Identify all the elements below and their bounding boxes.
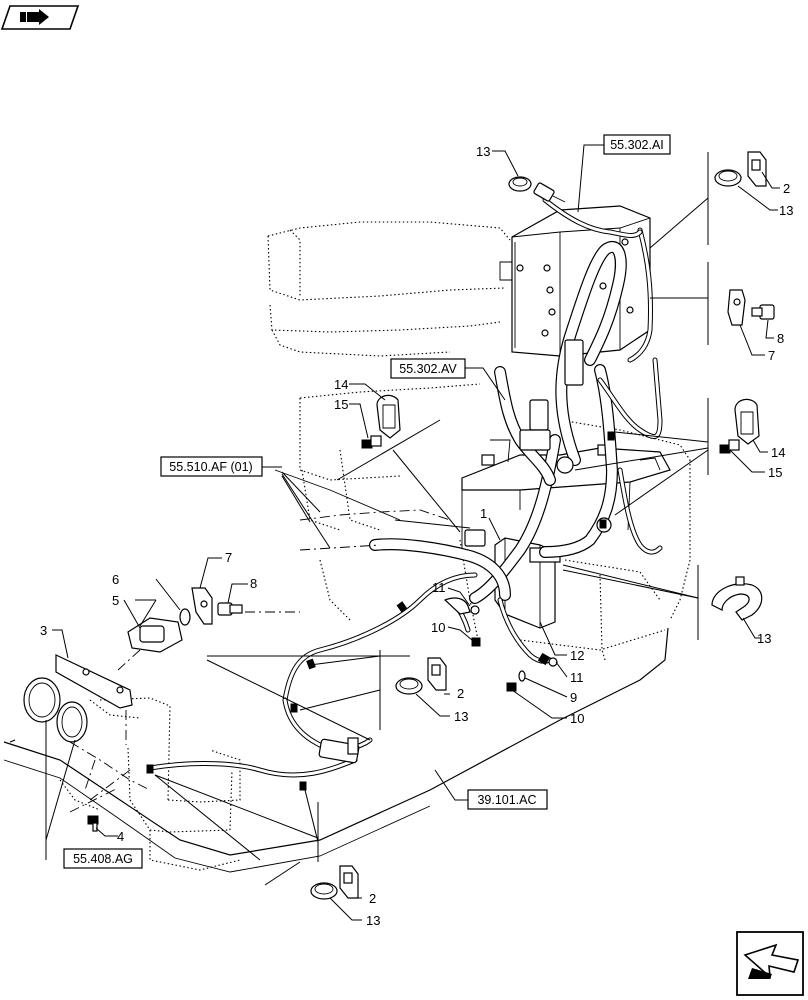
next-page-arrow-icon[interactable]: [736, 931, 804, 996]
callout-2-mid: 2: [457, 686, 464, 701]
clip-14-right: [734, 398, 760, 445]
ref-text-55-510-af: 55.510.AF (01): [169, 460, 252, 474]
cable-tie-13-mid: [395, 677, 423, 695]
callout-numbers: 13 2 13 8 7 14 15 14 15 1 7 6 8 5 3 11 1…: [40, 144, 793, 928]
ref-text-55-408-ag: 55.408.AG: [73, 852, 133, 866]
cable-tie-13-bottom: [310, 882, 338, 900]
callout-6: 6: [112, 572, 119, 587]
bracket-7-left: [191, 587, 213, 625]
harness-cable-ties: [146, 431, 615, 791]
ground-strap: [443, 597, 558, 692]
clip-14-left: [376, 394, 401, 439]
ref-text-55-302-av: 55.302.AV: [399, 362, 457, 376]
ref-box-55-408-ag[interactable]: 55.408.AG: [63, 848, 143, 869]
o-ring-6: [179, 608, 191, 626]
bracket-7-right: [727, 289, 746, 326]
clip-2-top-right: [747, 151, 767, 187]
callout-10-b: 10: [570, 711, 584, 726]
hose-clamp-13: [711, 576, 763, 621]
callout-13-top-right: 13: [779, 203, 793, 218]
callout-15-right: 15: [768, 465, 782, 480]
ref-text-55-302-ai: 55.302.AI: [610, 138, 664, 152]
callout-12: 12: [570, 648, 584, 663]
mounting-dashes: [69, 509, 451, 813]
hose-connectors: [464, 339, 612, 547]
screw-15-right: [719, 439, 740, 454]
tractor-frame-outline: [59, 221, 691, 871]
callout-9: 9: [570, 690, 577, 705]
ref-box-55-302-av[interactable]: 55.302.AV: [390, 358, 466, 379]
callout-8-right: 8: [777, 331, 784, 346]
callout-2-top-right: 2: [783, 181, 790, 196]
ref-box-55-510-af[interactable]: 55.510.AF (01): [160, 456, 263, 477]
callout-7-right: 7: [768, 348, 775, 363]
callout-10-a: 10: [431, 620, 445, 635]
switch-5: [117, 617, 183, 671]
callout-2-bottom: 2: [369, 891, 376, 906]
screw-15-left: [361, 435, 382, 449]
ref-box-55-302-ai[interactable]: 55.302.AI: [603, 134, 671, 155]
ref-box-39-101-ac[interactable]: 39.101.AC: [467, 789, 548, 810]
harness-connector: [318, 737, 360, 764]
callout-14-left: 14: [334, 377, 348, 392]
cable-tie-13-top-right: [714, 169, 742, 187]
book-navigation-icon[interactable]: [0, 5, 80, 30]
leader-lines: [45, 144, 780, 921]
callout-4: 4: [117, 829, 124, 844]
bolt-8-left: [217, 602, 243, 616]
floor-plate: [3, 469, 669, 873]
callout-14-right: 14: [771, 445, 785, 460]
top-sensor: [533, 182, 566, 203]
callout-13-mid: 13: [454, 709, 468, 724]
cable-tie-13-top: [508, 176, 532, 192]
callout-13-clamp: 13: [757, 631, 771, 646]
ref-text-39-101-ac: 39.101.AC: [477, 793, 536, 807]
callout-7-left: 7: [225, 550, 232, 565]
callout-13-bottom: 13: [366, 913, 380, 928]
callout-11-a: 11: [432, 580, 446, 595]
callout-11-b: 11: [570, 670, 584, 685]
bracket-3: [55, 654, 133, 709]
callout-1: 1: [480, 506, 487, 521]
callout-15-left: 15: [334, 397, 348, 412]
grommets: [23, 677, 88, 743]
bolt-4: [87, 815, 99, 832]
callout-8-left: 8: [250, 576, 257, 591]
callout-13-top: 13: [476, 144, 490, 159]
clip-2-bottom: [339, 865, 359, 899]
callout-3: 3: [40, 623, 47, 638]
clip-2-mid: [427, 657, 447, 691]
callout-5: 5: [112, 593, 119, 608]
bolt-8-right: [751, 304, 775, 320]
